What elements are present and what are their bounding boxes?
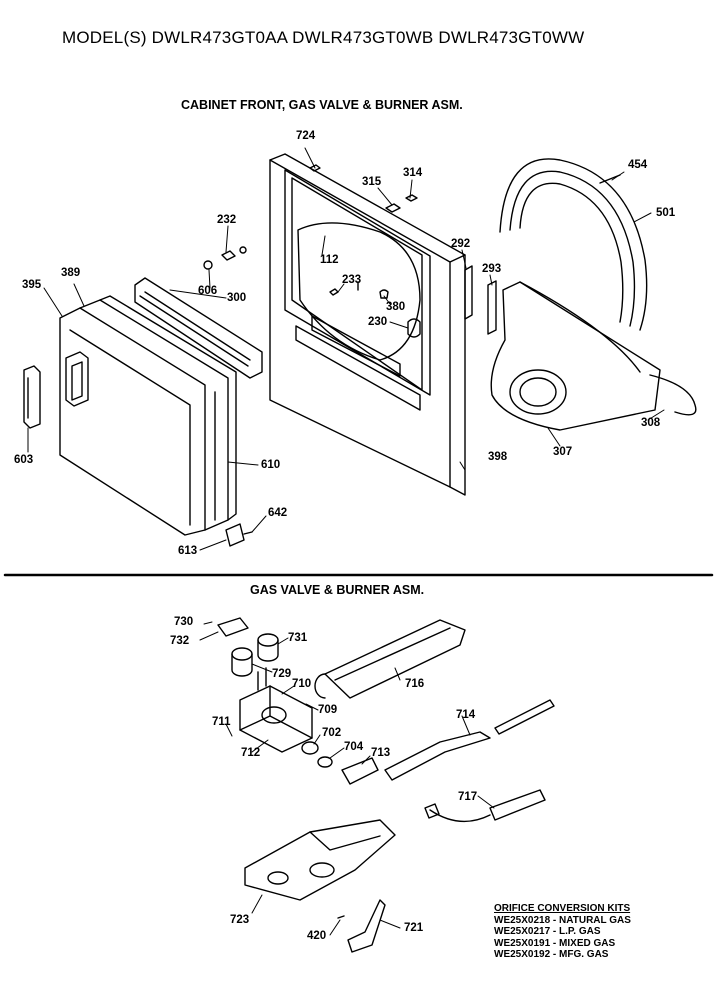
door-hinge-bar-drawing bbox=[134, 277, 263, 379]
drum-support-ring-drawing bbox=[499, 158, 648, 331]
callout-398: 398 bbox=[488, 451, 508, 463]
callout-731: 731 bbox=[288, 632, 308, 644]
callout-613: 613 bbox=[178, 545, 198, 557]
callout-300: 300 bbox=[227, 292, 247, 304]
side-bracket-drawing bbox=[464, 265, 497, 335]
orifice-kit-item: WE25X0218 - NATURAL GAS bbox=[494, 914, 631, 926]
callout-732: 732 bbox=[170, 635, 190, 647]
section-title-cabinet-front: CABINET FRONT, GAS VALVE & BURNER ASM. bbox=[181, 98, 463, 112]
callout-642: 642 bbox=[268, 507, 288, 519]
gas-valve-section-drawing bbox=[217, 617, 555, 953]
leader-lines bbox=[27, 147, 665, 936]
cabinet-front-panel-drawing bbox=[269, 153, 466, 496]
orifice-kits-box: ORIFICE CONVERSION KITS WE25X0218 - NATU… bbox=[494, 903, 631, 961]
callout-721: 721 bbox=[404, 922, 424, 934]
callout-713: 713 bbox=[371, 747, 391, 759]
callout-723: 723 bbox=[230, 914, 250, 926]
orifice-kit-item: WE25X0191 - MIXED GAS bbox=[494, 937, 616, 949]
callout-730: 730 bbox=[174, 616, 194, 628]
callout-307: 307 bbox=[553, 446, 573, 458]
orifice-kit-item: WE25X0217 - L.P. GAS bbox=[494, 926, 601, 938]
callout-112: 112 bbox=[320, 254, 339, 266]
callout-232: 232 bbox=[217, 214, 237, 226]
callout-606: 606 bbox=[198, 285, 218, 297]
callout-610: 610 bbox=[261, 459, 281, 471]
callout-724: 724 bbox=[296, 130, 316, 142]
callout-603: 603 bbox=[14, 454, 34, 466]
callout-711: 711 bbox=[212, 716, 231, 728]
callout-308: 308 bbox=[641, 417, 661, 429]
callout-315: 315 bbox=[362, 176, 382, 188]
callout-314: 314 bbox=[403, 167, 423, 179]
callout-704: 704 bbox=[344, 741, 364, 753]
section-title-gas-valve: GAS VALVE & BURNER ASM. bbox=[250, 583, 425, 597]
callout-712: 712 bbox=[241, 747, 261, 759]
callout-454: 454 bbox=[628, 159, 648, 171]
model-line: MODEL(S) DWLR473GT0AA DWLR473GT0WB DWLR4… bbox=[62, 28, 585, 47]
callout-710: 710 bbox=[292, 678, 312, 690]
door-handle-drawing bbox=[23, 365, 41, 429]
callout-709: 709 bbox=[318, 704, 338, 716]
callout-716: 716 bbox=[405, 678, 425, 690]
callout-729: 729 bbox=[272, 668, 292, 680]
callout-293: 293 bbox=[482, 263, 502, 275]
hinge-and-screw-drawing bbox=[225, 523, 253, 547]
callout-233: 233 bbox=[342, 274, 362, 286]
bulkhead-drawing bbox=[490, 281, 697, 431]
callout-395: 395 bbox=[22, 279, 42, 291]
callout-420: 420 bbox=[307, 930, 327, 942]
orifice-kits-title: ORIFICE CONVERSION KITS bbox=[494, 903, 631, 914]
callout-380: 380 bbox=[386, 301, 406, 313]
callout-292: 292 bbox=[451, 238, 471, 250]
callout-501: 501 bbox=[656, 207, 676, 219]
callout-717: 717 bbox=[458, 791, 478, 803]
callout-714: 714 bbox=[456, 709, 476, 721]
orifice-kit-item: WE25X0192 - MFG. GAS bbox=[494, 949, 609, 961]
callout-702: 702 bbox=[322, 727, 342, 739]
door-assembly-drawing bbox=[59, 295, 237, 536]
callout-389: 389 bbox=[61, 267, 81, 279]
callout-230: 230 bbox=[368, 316, 388, 328]
